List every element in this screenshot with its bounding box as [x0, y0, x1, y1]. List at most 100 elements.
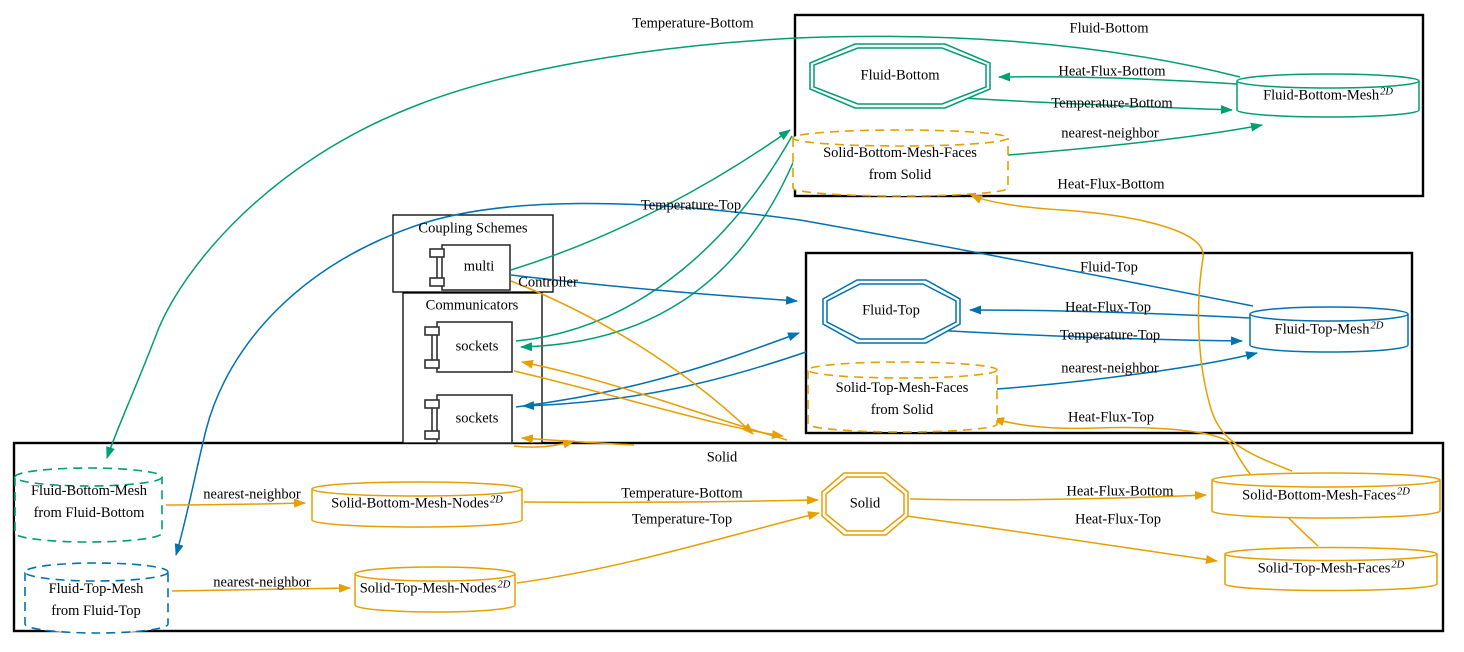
- edge-multi-to-fluid-top: [510, 274, 798, 305]
- solid-bottom-mesh-faces-text: Solid-Bottom-Mesh-Faces: [1242, 487, 1397, 504]
- solid-top-mesh-nodes-text: Solid-Top-Mesh-Nodes: [359, 580, 497, 597]
- edge-solid-to-sockets-top: [521, 359, 788, 441]
- edge-label-solid-heat-flux-top: Heat-Flux-Top: [1075, 511, 1161, 528]
- solid-top-mesh-nodes-sup: 2D: [497, 579, 511, 591]
- edge-fluid-top-to-sockets: [522, 351, 807, 411]
- edge-sockets-bottom-to-solid: [513, 439, 575, 449]
- edge-label-solid-temperature-top: Temperature-Top: [631, 511, 733, 528]
- edge-label-ft-temperature: Temperature-Top: [1059, 327, 1161, 344]
- solid-bottom-mesh-nodes-cylinder: [311, 481, 523, 528]
- fluid-top-mesh-label: Fluid-Top-Mesh2D: [1274, 320, 1384, 339]
- solid-bottom-mesh-nodes-sup: 2D: [490, 494, 503, 506]
- solid-bottom-mesh-faces-from-solid-cylinder: [792, 129, 1009, 197]
- edge-nearest-neighbor-bottom: [165, 498, 306, 508]
- received-mesh-line1: Fluid-Bottom-Mesh: [30, 483, 148, 499]
- solid-top-mesh-nodes-label: Solid-Top-Mesh-Nodes2D: [359, 579, 511, 598]
- fluid-bottom-mesh-label: Fluid-Bottom-Mesh2D: [1263, 86, 1393, 105]
- edge-heat-flux-bottom-read: [998, 72, 1238, 85]
- received-mesh-line2: from Fluid-Top: [51, 603, 141, 619]
- sockets-top-label: sockets: [455, 338, 499, 355]
- edge-heat-flux-top-read: [969, 305, 1251, 319]
- fluid-top-cluster-title: Fluid-Top: [1080, 259, 1138, 276]
- received-mesh-line1: Solid-Top-Mesh-Faces: [835, 380, 969, 396]
- fluid-top-mesh-from-fluid-top-cylinder: [24, 562, 169, 634]
- edge-sockets-top-to-solid: [513, 370, 784, 439]
- edge-multi-to-fluid-bottom: [510, 129, 791, 271]
- fluid-top-mesh-text: Fluid-Top-Mesh: [1274, 321, 1370, 338]
- edge-multi-to-solid: [510, 280, 754, 435]
- received-mesh-line2: from Solid: [870, 402, 934, 418]
- fluid-top-participant-label: Fluid-Top: [862, 302, 920, 319]
- edge-heat-flux-bottom-communication: [970, 194, 1293, 472]
- edge-label-fb-heat-flux: Heat-Flux-Bottom: [1058, 63, 1166, 80]
- fluid-bottom-mesh-sup: 2D: [1380, 86, 1393, 98]
- solid-bottom-mesh-nodes-label: Solid-Bottom-Mesh-Nodes2D: [331, 494, 503, 513]
- solid-top-mesh-faces-from-solid-cylinder: [807, 361, 998, 433]
- edge-temperature-top-write: [931, 329, 1243, 346]
- fluid-bottom-octagon: [809, 43, 991, 109]
- edge-sockets-to-fluid-bottom: [515, 135, 793, 342]
- sockets-top-component-icon: [424, 321, 513, 373]
- edge-label-temperature-top-sweep: Temperature-Top: [640, 197, 742, 214]
- edge-label-ft-heat-flux-comm: Heat-Flux-Top: [1068, 409, 1154, 426]
- solid-cluster-title: Solid: [706, 449, 738, 466]
- edge-heat-flux-bottom-write: [909, 490, 1207, 501]
- edge-temperature-top-read: [516, 511, 820, 584]
- edge-solid-to-sockets-bottom: [521, 434, 635, 446]
- fluid-top-octagon: [822, 279, 961, 344]
- edge-label-solid-nearest-neighbor-bottom: nearest-neighbor: [203, 486, 301, 503]
- edge-label-controller: Controller: [518, 274, 578, 291]
- cluster-boxes: [12, 13, 1445, 633]
- received-mesh-line2: from Solid: [868, 167, 932, 183]
- fluid-bottom-mesh-text: Fluid-Bottom-Mesh: [1263, 87, 1380, 104]
- received-mesh-line2: from Fluid-Bottom: [33, 505, 145, 521]
- solid-top-mesh-nodes-cylinder: [354, 566, 516, 613]
- edge-layer: [106, 35, 1319, 593]
- solid-octagon: [821, 472, 909, 536]
- edge-label-solid-heat-flux-bottom: Heat-Flux-Bottom: [1066, 483, 1174, 500]
- edge-ft-nearest-neighbor-mapping: [996, 351, 1258, 390]
- solid-top-mesh-faces-text: Solid-Top-Mesh-Faces: [1257, 560, 1391, 577]
- coupling-schemes-title: Coupling Schemes: [418, 220, 528, 237]
- edge-temperature-bottom-communication: [106, 35, 1241, 459]
- edge-label-solid-temperature-bottom: Temperature-Bottom: [621, 485, 743, 502]
- edge-label-ft-heat-flux: Heat-Flux-Top: [1065, 299, 1151, 316]
- edge-temperature-top-communication: [174, 202, 1254, 556]
- fluid-bottom-mesh-from-fluid-bottom-cylinder: [14, 467, 163, 543]
- fluid-bottom-mesh-cylinder: [1236, 73, 1420, 118]
- edge-label-fb-heat-flux-comm: Heat-Flux-Bottom: [1057, 176, 1165, 193]
- edge-heat-flux-top-write: [905, 515, 1218, 564]
- solid-top-mesh-faces-label: Solid-Top-Mesh-Faces2D: [1257, 560, 1405, 578]
- edge-temperature-bottom-read: [523, 495, 819, 505]
- edge-label-fb-nearest-neighbor: nearest-neighbor: [1061, 125, 1159, 142]
- edge-label-fb-temperature: Temperature-Bottom: [1051, 95, 1173, 112]
- solid-bottom-mesh-faces-cylinder: [1211, 472, 1441, 519]
- multi-label: multi: [463, 258, 495, 275]
- received-mesh-line1: Fluid-Top-Mesh: [48, 581, 144, 597]
- edge-label-ft-nearest-neighbor: nearest-neighbor: [1061, 360, 1159, 377]
- edge-temperature-bottom-write: [962, 97, 1233, 115]
- communicators-title: Communicators: [425, 297, 519, 314]
- solid-bottom-mesh-faces-sup: 2D: [1397, 486, 1410, 498]
- solid-top-mesh-faces-cylinder: [1224, 546, 1438, 592]
- fluid-bottom-cluster-title: Fluid-Bottom: [1069, 20, 1149, 37]
- edge-label-temperature-bottom-sweep: Temperature-Bottom: [632, 15, 754, 32]
- solid-top-mesh-faces-from-solid-label: Solid-Top-Mesh-Faces from Solid: [836, 377, 969, 421]
- node-shapes: [14, 43, 1441, 634]
- edge-fb-nearest-neighbor-mapping: [1007, 122, 1263, 156]
- multi-component-icon: [429, 244, 511, 291]
- fluid-top-mesh-sup: 2D: [1370, 320, 1384, 332]
- solid-bottom-mesh-nodes-text: Solid-Bottom-Mesh-Nodes: [331, 495, 490, 512]
- fluid-bottom-participant-label: Fluid-Bottom: [860, 67, 940, 84]
- edge-label-solid-nearest-neighbor-top: nearest-neighbor: [213, 574, 311, 591]
- received-mesh-line1: Solid-Bottom-Mesh-Faces: [823, 145, 977, 161]
- solid-bottom-mesh-faces-from-solid-label: Solid-Bottom-Mesh-Faces from Solid: [823, 142, 977, 186]
- edge-nearest-neighbor-top: [171, 583, 351, 593]
- solid-participant-label: Solid: [849, 495, 881, 512]
- fluid-bottom-mesh-from-fluid-bottom-label: Fluid-Bottom-Mesh from Fluid-Bottom: [31, 480, 147, 524]
- edge-fluid-bottom-to-sockets: [520, 157, 796, 352]
- fluid-top-mesh-cylinder: [1249, 306, 1409, 353]
- fluid-top-mesh-from-fluid-top-label: Fluid-Top-Mesh from Fluid-Top: [49, 578, 144, 622]
